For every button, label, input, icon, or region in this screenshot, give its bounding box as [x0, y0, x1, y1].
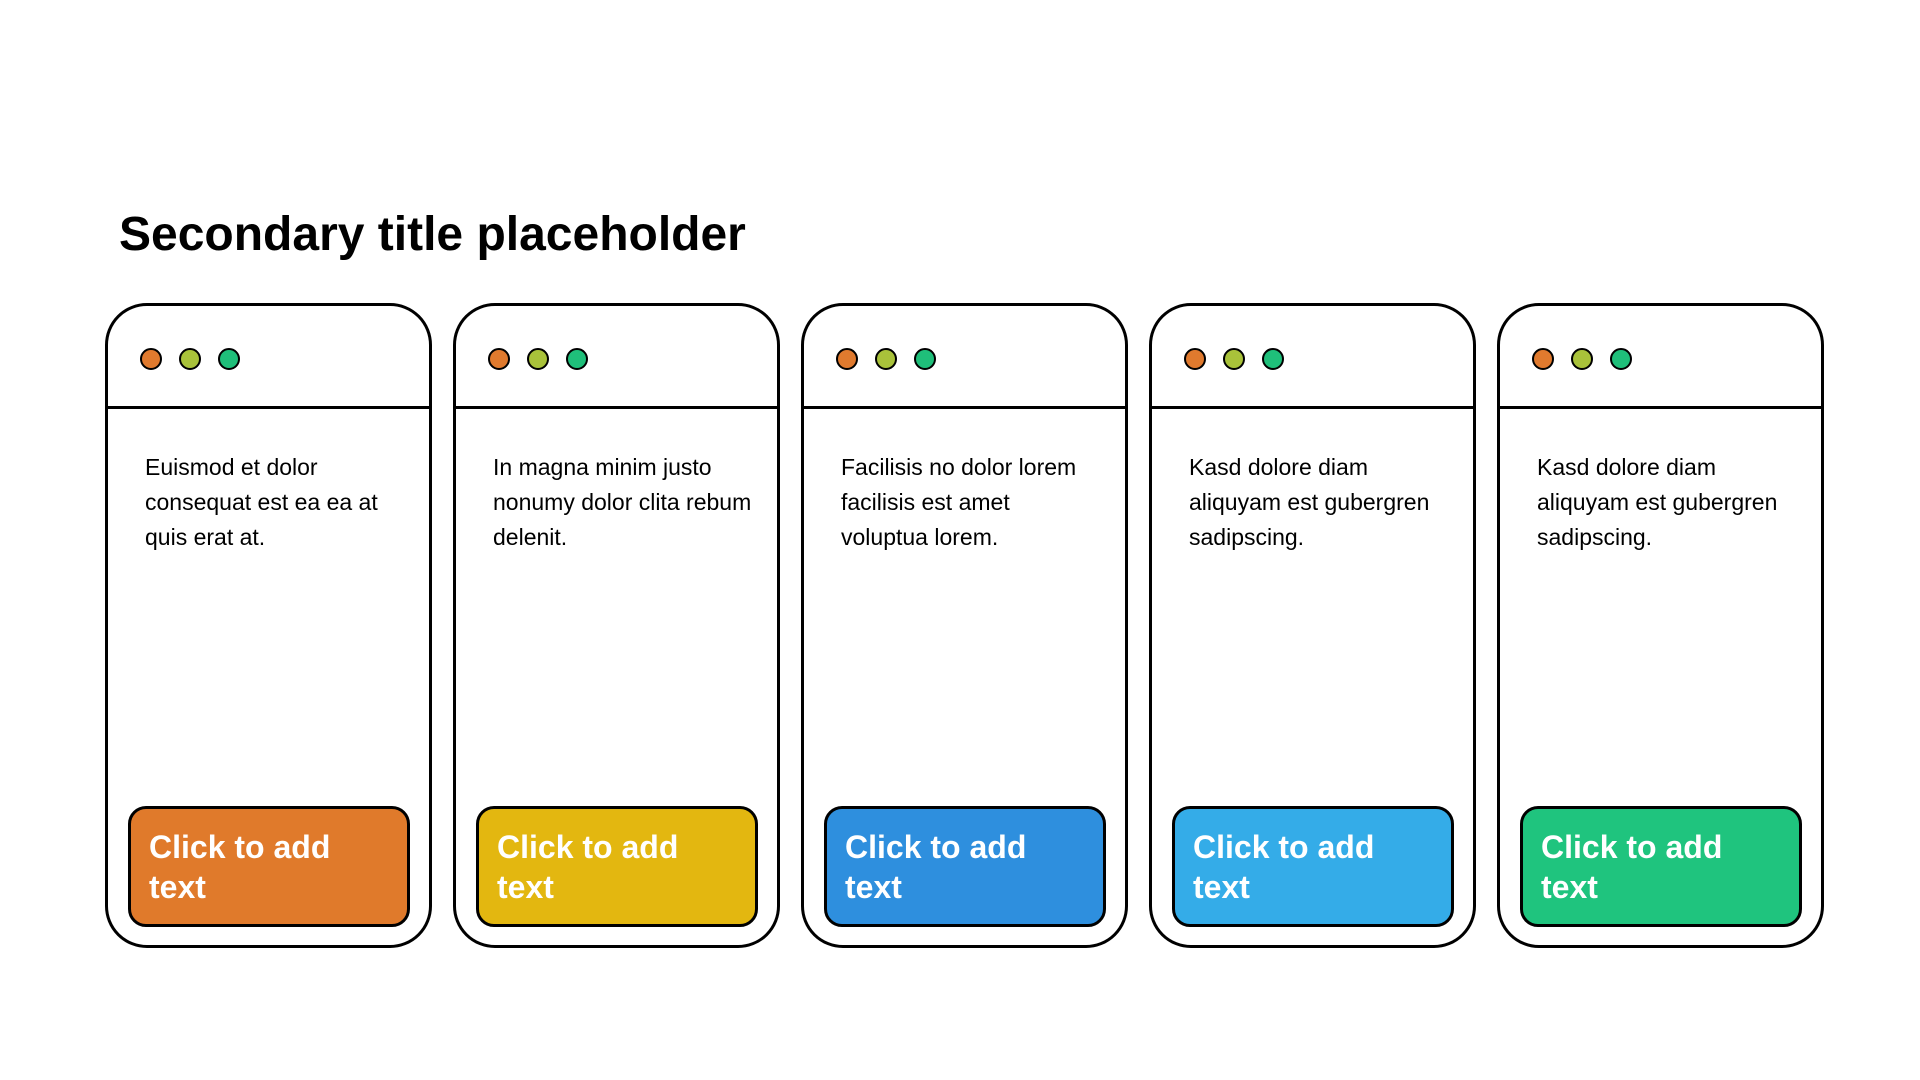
card-header — [108, 306, 429, 409]
card-5-button[interactable]: Click to add text — [1520, 806, 1802, 927]
green-dot-icon — [218, 348, 240, 370]
card-body-text[interactable]: In magna minim justo nonumy dolor clita … — [493, 454, 752, 550]
green-dot-icon — [1262, 348, 1284, 370]
lime-dot-icon — [179, 348, 201, 370]
card-2: In magna minim justo nonumy dolor clita … — [453, 303, 780, 948]
card-header — [456, 306, 777, 409]
card-body-text[interactable]: Kasd dolore diam aliquyam est gubergren … — [1189, 454, 1430, 550]
orange-dot-icon — [1184, 348, 1206, 370]
orange-dot-icon — [140, 348, 162, 370]
card-1: Euismod et dolor consequat est ea ea at … — [105, 303, 432, 948]
card-body-text[interactable]: Facilisis no dolor lorem facilisis est a… — [841, 454, 1077, 550]
card-4-button[interactable]: Click to add text — [1172, 806, 1454, 927]
green-dot-icon — [566, 348, 588, 370]
lime-dot-icon — [1223, 348, 1245, 370]
card-body-text[interactable]: Euismod et dolor consequat est ea ea at … — [145, 454, 378, 550]
slide-title[interactable]: Secondary title placeholder — [119, 208, 746, 261]
card-header — [1500, 306, 1821, 409]
lime-dot-icon — [527, 348, 549, 370]
card-header — [1152, 306, 1473, 409]
orange-dot-icon — [836, 348, 858, 370]
card-3: Facilisis no dolor lorem facilisis est a… — [801, 303, 1128, 948]
card-5: Kasd dolore diam aliquyam est gubergren … — [1497, 303, 1824, 948]
green-dot-icon — [1610, 348, 1632, 370]
orange-dot-icon — [1532, 348, 1554, 370]
card-4: Kasd dolore diam aliquyam est gubergren … — [1149, 303, 1476, 948]
card-body-text[interactable]: Kasd dolore diam aliquyam est gubergren … — [1537, 454, 1778, 550]
orange-dot-icon — [488, 348, 510, 370]
card-1-button[interactable]: Click to add text — [128, 806, 410, 927]
card-row: Euismod et dolor consequat est ea ea at … — [105, 303, 1825, 952]
green-dot-icon — [914, 348, 936, 370]
card-3-button[interactable]: Click to add text — [824, 806, 1106, 927]
lime-dot-icon — [1571, 348, 1593, 370]
card-header — [804, 306, 1125, 409]
lime-dot-icon — [875, 348, 897, 370]
card-2-button[interactable]: Click to add text — [476, 806, 758, 927]
